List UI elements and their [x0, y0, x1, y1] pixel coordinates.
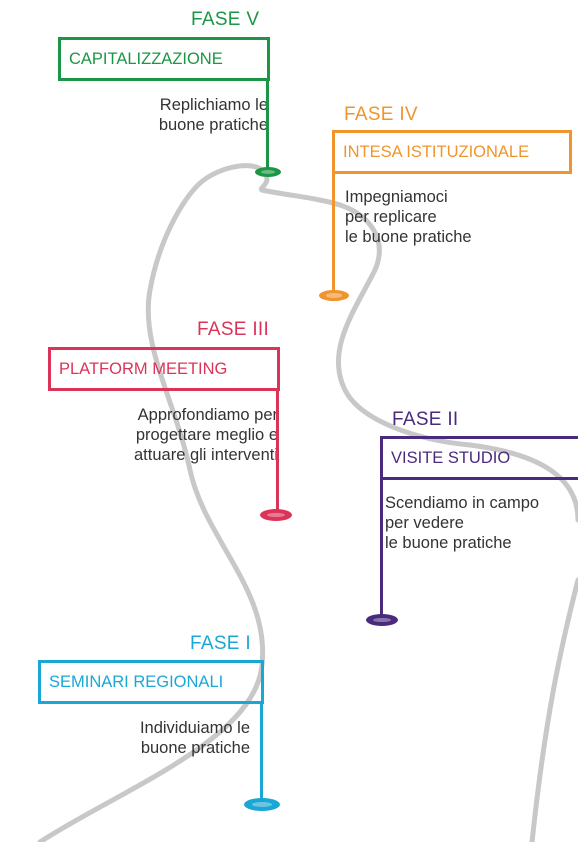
phase2-box: VISITE STUDIO — [380, 436, 578, 480]
phase2-base — [366, 614, 398, 626]
phase3-name: PLATFORM MEETING — [59, 359, 228, 378]
phase3-description: Approfondiamo per progettare meglio e at… — [134, 406, 278, 464]
phase3-pole — [276, 391, 279, 511]
phase1-pole — [260, 704, 263, 804]
phase5-box: CAPITALIZZAZIONE — [58, 37, 270, 81]
phase5-description: Replichiamo le buone pratiche — [158, 96, 268, 134]
phase5-name: CAPITALIZZAZIONE — [69, 49, 223, 68]
phase4-description: Impegniamoci per replicare le buone prat… — [345, 188, 472, 246]
phase4-title: FASE IV — [344, 104, 418, 125]
phase3-box: PLATFORM MEETING — [48, 347, 280, 391]
phase3-title: FASE III — [197, 319, 270, 340]
road-path-lower-right — [529, 577, 578, 842]
phase2-name: VISITE STUDIO — [391, 448, 511, 467]
phase2-pole — [380, 480, 383, 620]
phase1-title: FASE I — [190, 633, 251, 654]
phase1-name: SEMINARI REGIONALI — [49, 672, 224, 691]
phase1-description: Individuiamo le buone pratiche — [139, 719, 250, 757]
phase4-name: INTESA ISTITUZIONALE — [343, 142, 530, 161]
phase2-description: Scendiamo in campo per vedere le buone p… — [385, 494, 540, 552]
phase5-pole — [266, 81, 269, 171]
phase1-box: SEMINARI REGIONALI — [38, 660, 264, 704]
phase1-base — [244, 798, 280, 811]
phase5-title: FASE V — [191, 9, 260, 30]
phase4-base — [319, 290, 349, 301]
phase4-box: INTESA ISTITUZIONALE — [332, 130, 572, 174]
phase2-title: FASE II — [392, 409, 459, 430]
phase3-base — [260, 509, 292, 521]
phase4-pole — [332, 174, 335, 294]
phase5-base — [255, 167, 281, 177]
